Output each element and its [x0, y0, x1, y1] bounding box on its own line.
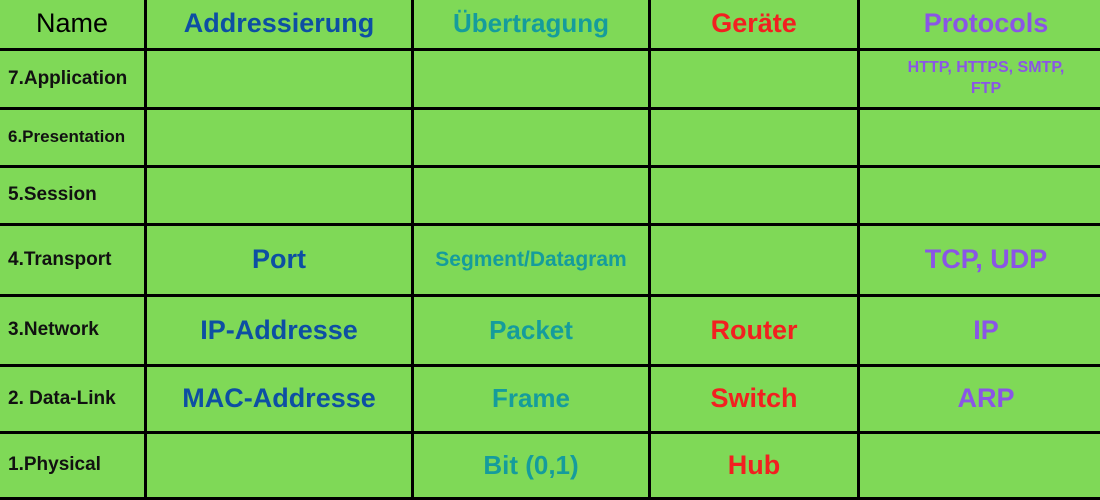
protocols-cell — [860, 434, 1100, 497]
layer-label: 7.Application — [0, 51, 144, 107]
addressierung-cell: Port — [147, 226, 411, 294]
header-geraete: Geräte — [651, 0, 857, 48]
uebertragung-cell: Frame — [414, 367, 648, 431]
protocols-cell: ARP — [860, 367, 1100, 431]
protocols-cell: HTTP, HTTPS, SMTP, FTP — [860, 51, 1100, 107]
header-protocols: Protocols — [860, 0, 1100, 48]
geraete-cell — [651, 51, 857, 107]
uebertragung-cell: Bit (0,1) — [414, 434, 648, 497]
uebertragung-cell — [414, 168, 648, 223]
header-uebertragung: Übertragung — [414, 0, 648, 48]
addressierung-cell — [147, 434, 411, 497]
geraete-cell: Hub — [651, 434, 857, 497]
geraete-cell — [651, 226, 857, 294]
layer-label: 6.Presentation — [0, 110, 144, 165]
protocols-cell: TCP, UDP — [860, 226, 1100, 294]
layer-label: 1.Physical — [0, 434, 144, 497]
addressierung-cell: MAC-Addresse — [147, 367, 411, 431]
geraete-cell: Switch — [651, 367, 857, 431]
layer-label: 5.Session — [0, 168, 144, 223]
geraete-cell: Router — [651, 297, 857, 364]
layer-label: 4.Transport — [0, 226, 144, 294]
uebertragung-cell — [414, 51, 648, 107]
addressierung-cell — [147, 168, 411, 223]
protocols-cell — [860, 110, 1100, 165]
layer-label: 2. Data-Link — [0, 367, 144, 431]
header-addressierung: Addressierung — [147, 0, 411, 48]
geraete-cell — [651, 168, 857, 223]
geraete-cell — [651, 110, 857, 165]
layer-label: 3.Network — [0, 297, 144, 364]
protocols-cell — [860, 168, 1100, 223]
uebertragung-cell: Segment/Datagram — [414, 226, 648, 294]
addressierung-cell — [147, 110, 411, 165]
uebertragung-cell — [414, 110, 648, 165]
addressierung-cell: IP-Addresse — [147, 297, 411, 364]
addressierung-cell — [147, 51, 411, 107]
header-name: Name — [0, 0, 144, 48]
uebertragung-cell: Packet — [414, 297, 648, 364]
protocols-cell: IP — [860, 297, 1100, 364]
